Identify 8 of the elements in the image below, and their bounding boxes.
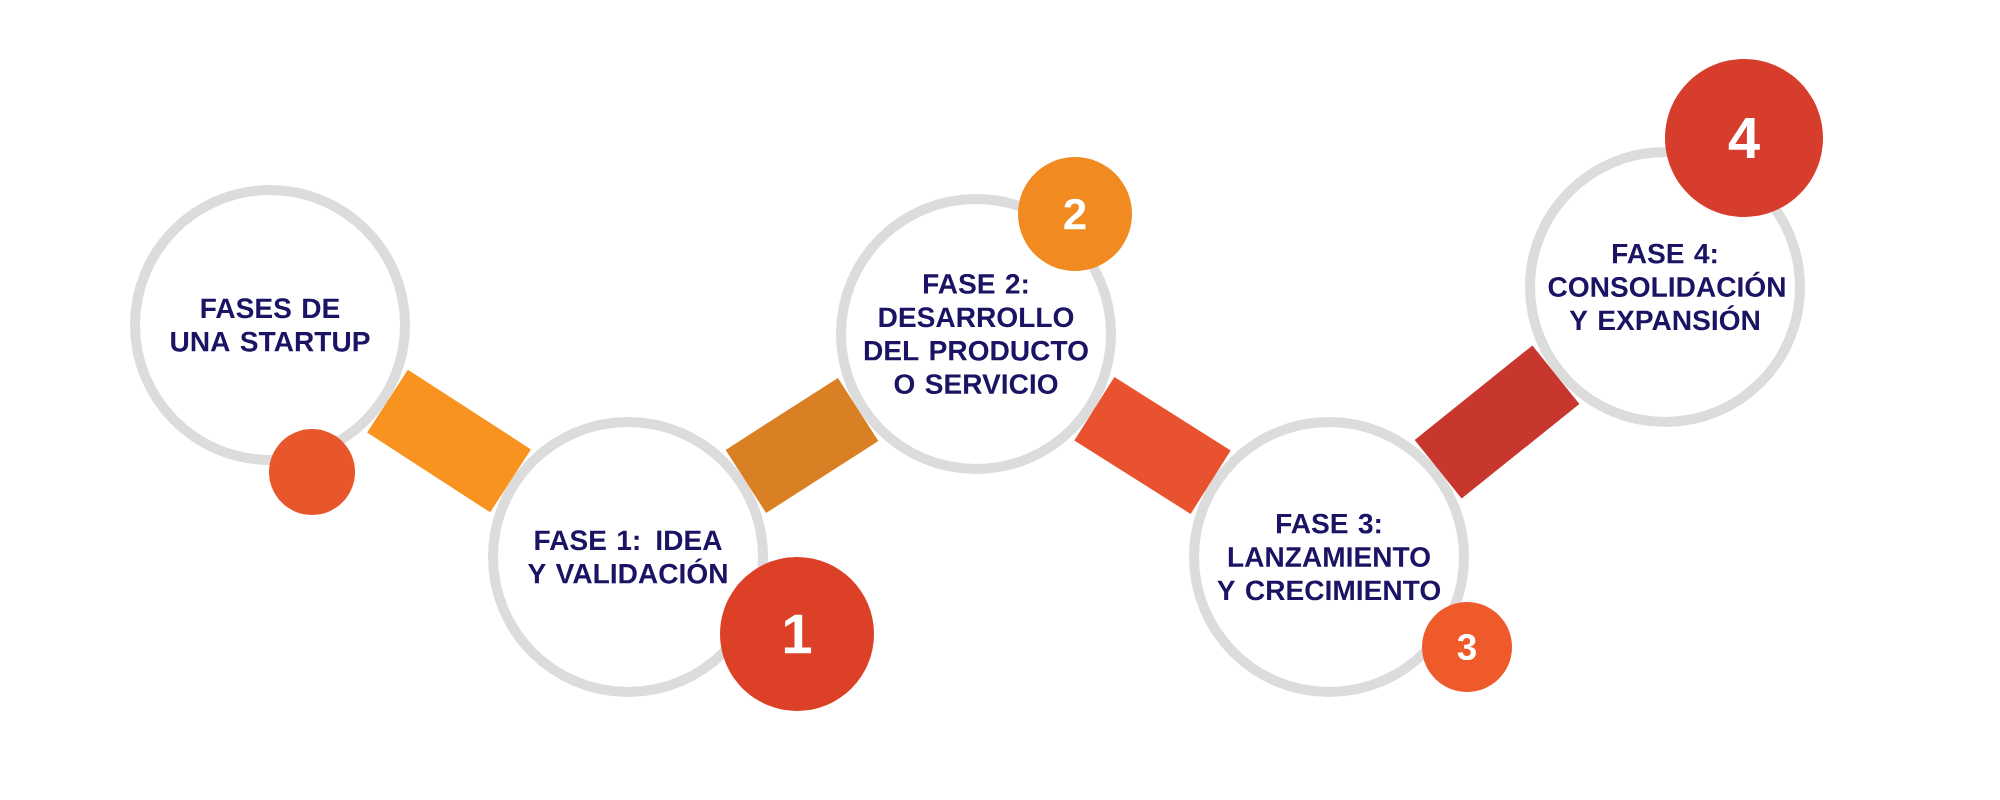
connector-band	[1074, 377, 1231, 514]
number-badge: 4	[1665, 59, 1823, 217]
number-badge: 2	[1018, 157, 1132, 271]
dot-circle	[269, 429, 355, 515]
number-badge: 3	[1422, 602, 1512, 692]
connector-band	[367, 369, 531, 513]
connector-band	[1414, 345, 1580, 499]
connector-band	[725, 377, 879, 513]
